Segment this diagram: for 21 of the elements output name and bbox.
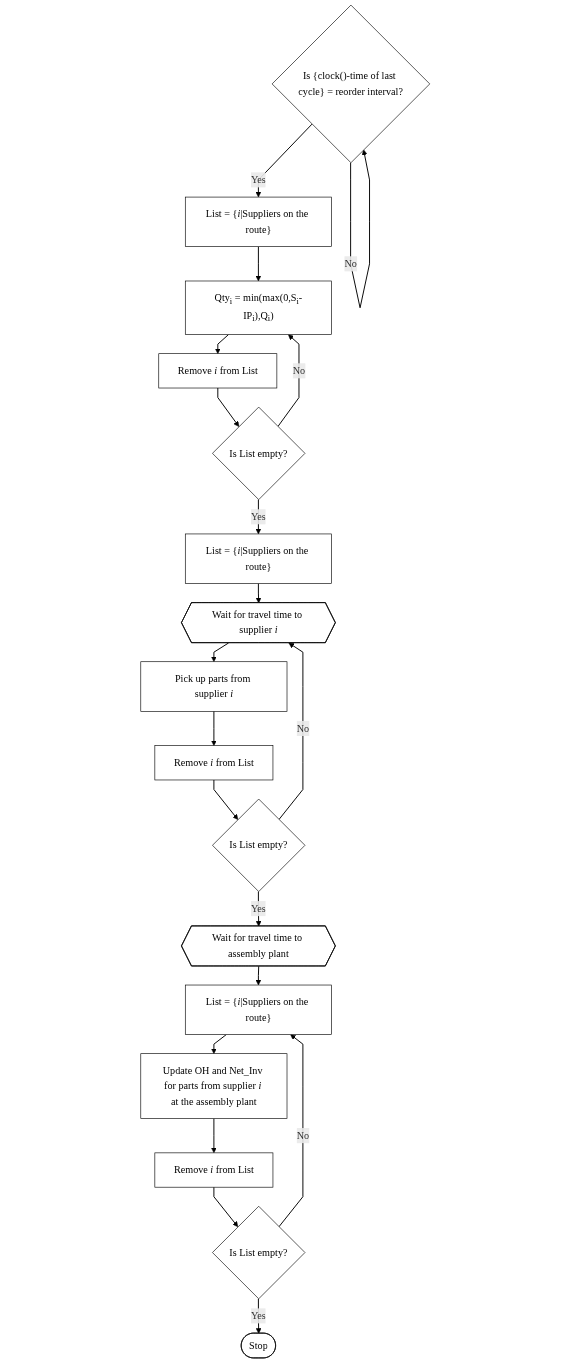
node-diamond: Is {clock()-time of last cycle} = reorder interval? bbox=[272, 4, 431, 164]
edge-label: No bbox=[344, 258, 358, 269]
node-box: List = {i|Suppliers on the route} bbox=[185, 533, 333, 584]
edge-label: No bbox=[296, 1129, 310, 1141]
node-diamond: Is List empty? bbox=[212, 406, 306, 500]
node-diamond: Is List empty? bbox=[212, 1205, 306, 1300]
edge-label: Yes bbox=[251, 903, 267, 914]
node-box: Pick up parts from supplier i bbox=[140, 661, 288, 712]
node-box: Remove i from List bbox=[154, 1152, 274, 1188]
edge-label: Yes bbox=[251, 174, 267, 185]
node-box: Update OH and Net_Inv for parts from supplier i at the assembly plant bbox=[140, 1053, 288, 1119]
node-box: Remove i from List bbox=[158, 353, 278, 389]
edge-label: No bbox=[296, 722, 310, 734]
edge-label: Yes bbox=[251, 511, 267, 522]
edge-label: No bbox=[292, 365, 306, 376]
node-box: Remove i from List bbox=[154, 745, 274, 781]
node-diamond: Is List empty? bbox=[212, 798, 306, 892]
edge-label: Yes bbox=[251, 1310, 267, 1322]
node-box: List = {i|Suppliers on the route} bbox=[185, 196, 333, 247]
node-box: Qty$_{i}$ = min(max(0,S$_{i}$-IP$_{i}$),Q$_{i}$) bbox=[185, 280, 333, 335]
node-box: List = {i|Suppliers on the route} bbox=[185, 984, 333, 1035]
